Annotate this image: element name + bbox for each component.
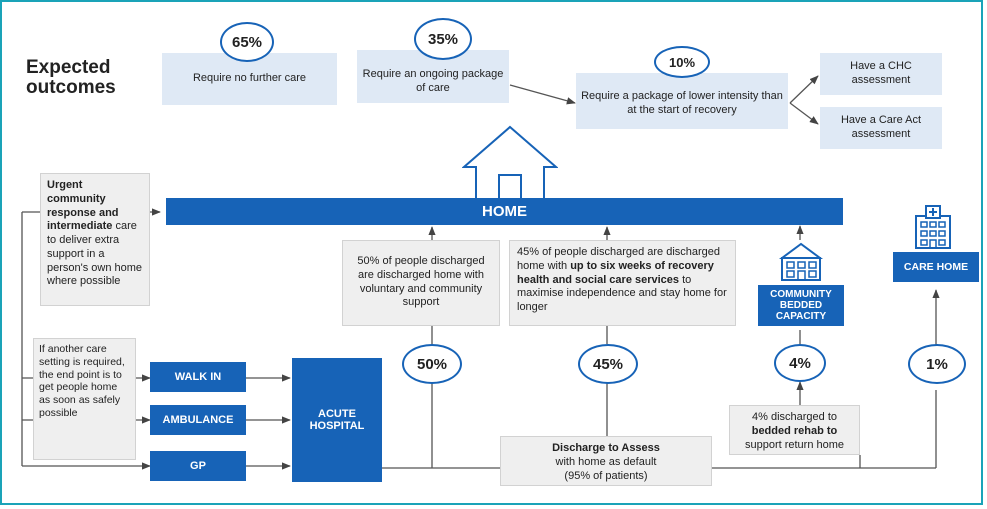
outcome-no-further-care-text: Require no further care (192, 72, 307, 85)
outcome-10-circle: 10% (654, 46, 710, 78)
outcome-chc-text: Have a CHC assessment (850, 60, 912, 86)
pathway-45-box: 45% of people discharged are discharged … (509, 240, 736, 326)
pathway-50-circle: 50% (402, 344, 462, 384)
bedded-rehab-text-c: support return home (744, 438, 845, 451)
discharge-to-assess-box: Discharge to Assess with home as default… (500, 436, 712, 486)
gp-button: GP (150, 451, 246, 481)
pathway-50-box: 50% of people discharged are discharged … (342, 240, 500, 326)
d2a-line3: (95% of patients) (564, 469, 648, 482)
bedded-rehab-text-a: 4% discharged to (752, 411, 837, 423)
hospital-building-icon (915, 205, 951, 249)
building-icon (778, 242, 824, 281)
care-home-label: CARE HOME (903, 261, 969, 273)
d2a-line2: with home as default (555, 455, 657, 468)
gp-label: GP (190, 460, 206, 472)
outcome-care-act-text: Have a Care Act assessment (840, 114, 922, 140)
home-bar: HOME (166, 198, 843, 225)
walk-in-button: WALK IN (150, 362, 246, 392)
page-title: Expected outcomes (26, 57, 116, 98)
community-bedded-box: COMMUNITY BEDDED CAPACITY (758, 285, 844, 326)
pathway-4-circle: 4% (774, 344, 826, 382)
urgent-community-box: Urgent community response and intermedia… (40, 173, 150, 306)
d2a-title: Discharge to Assess (552, 442, 660, 454)
pathway-45-circle: 45% (578, 344, 638, 384)
ambulance-button: AMBULANCE (150, 405, 246, 435)
outcome-lower-intensity: Require a package of lower intensity tha… (576, 73, 788, 129)
urgent-community-rest: care to deliver extra support in a perso… (47, 220, 143, 288)
care-home-box: CARE HOME (893, 252, 979, 282)
home-label: HOME (482, 203, 527, 220)
house-icon (462, 125, 558, 200)
walk-in-label: WALK IN (174, 371, 222, 383)
pathway-45-text-c: to maximise independence and stay home f… (517, 273, 727, 314)
pathway-50-text: 50% of people discharged are discharged … (357, 255, 485, 309)
pathway-1-circle: 1% (908, 344, 966, 384)
acute-hospital-box: ACUTE HOSPITAL (292, 358, 382, 482)
bedded-rehab-box: 4% discharged to bedded rehab to support… (729, 405, 860, 455)
outcome-35-circle: 35% (414, 18, 472, 60)
pathway-45-text-a: 45% of people discharged are discharged … (517, 246, 721, 272)
outcome-65-circle: 65% (220, 22, 274, 62)
outcome-care-act: Have a Care Act assessment (820, 107, 942, 149)
ambulance-label: AMBULANCE (162, 414, 234, 426)
outcome-ongoing-care-text: Require an ongoing package of care (362, 67, 504, 94)
bedded-rehab-text-b: bedded rehab to (751, 424, 838, 437)
acute-hospital-label: ACUTE HOSPITAL (309, 408, 365, 432)
another-setting-box: If another care setting is required, the… (33, 338, 136, 460)
pathway-45-text-b: up to six weeks of recovery health and s… (517, 259, 714, 286)
outcome-lower-intensity-text: Require a package of lower intensity tha… (581, 90, 783, 116)
outcome-chc: Have a CHC assessment (820, 53, 942, 95)
urgent-community-bold: Urgent community response and intermedia… (47, 179, 119, 233)
another-setting-text: If another care setting is required, the… (39, 343, 125, 419)
community-bedded-label: COMMUNITY BEDDED CAPACITY (770, 289, 832, 322)
